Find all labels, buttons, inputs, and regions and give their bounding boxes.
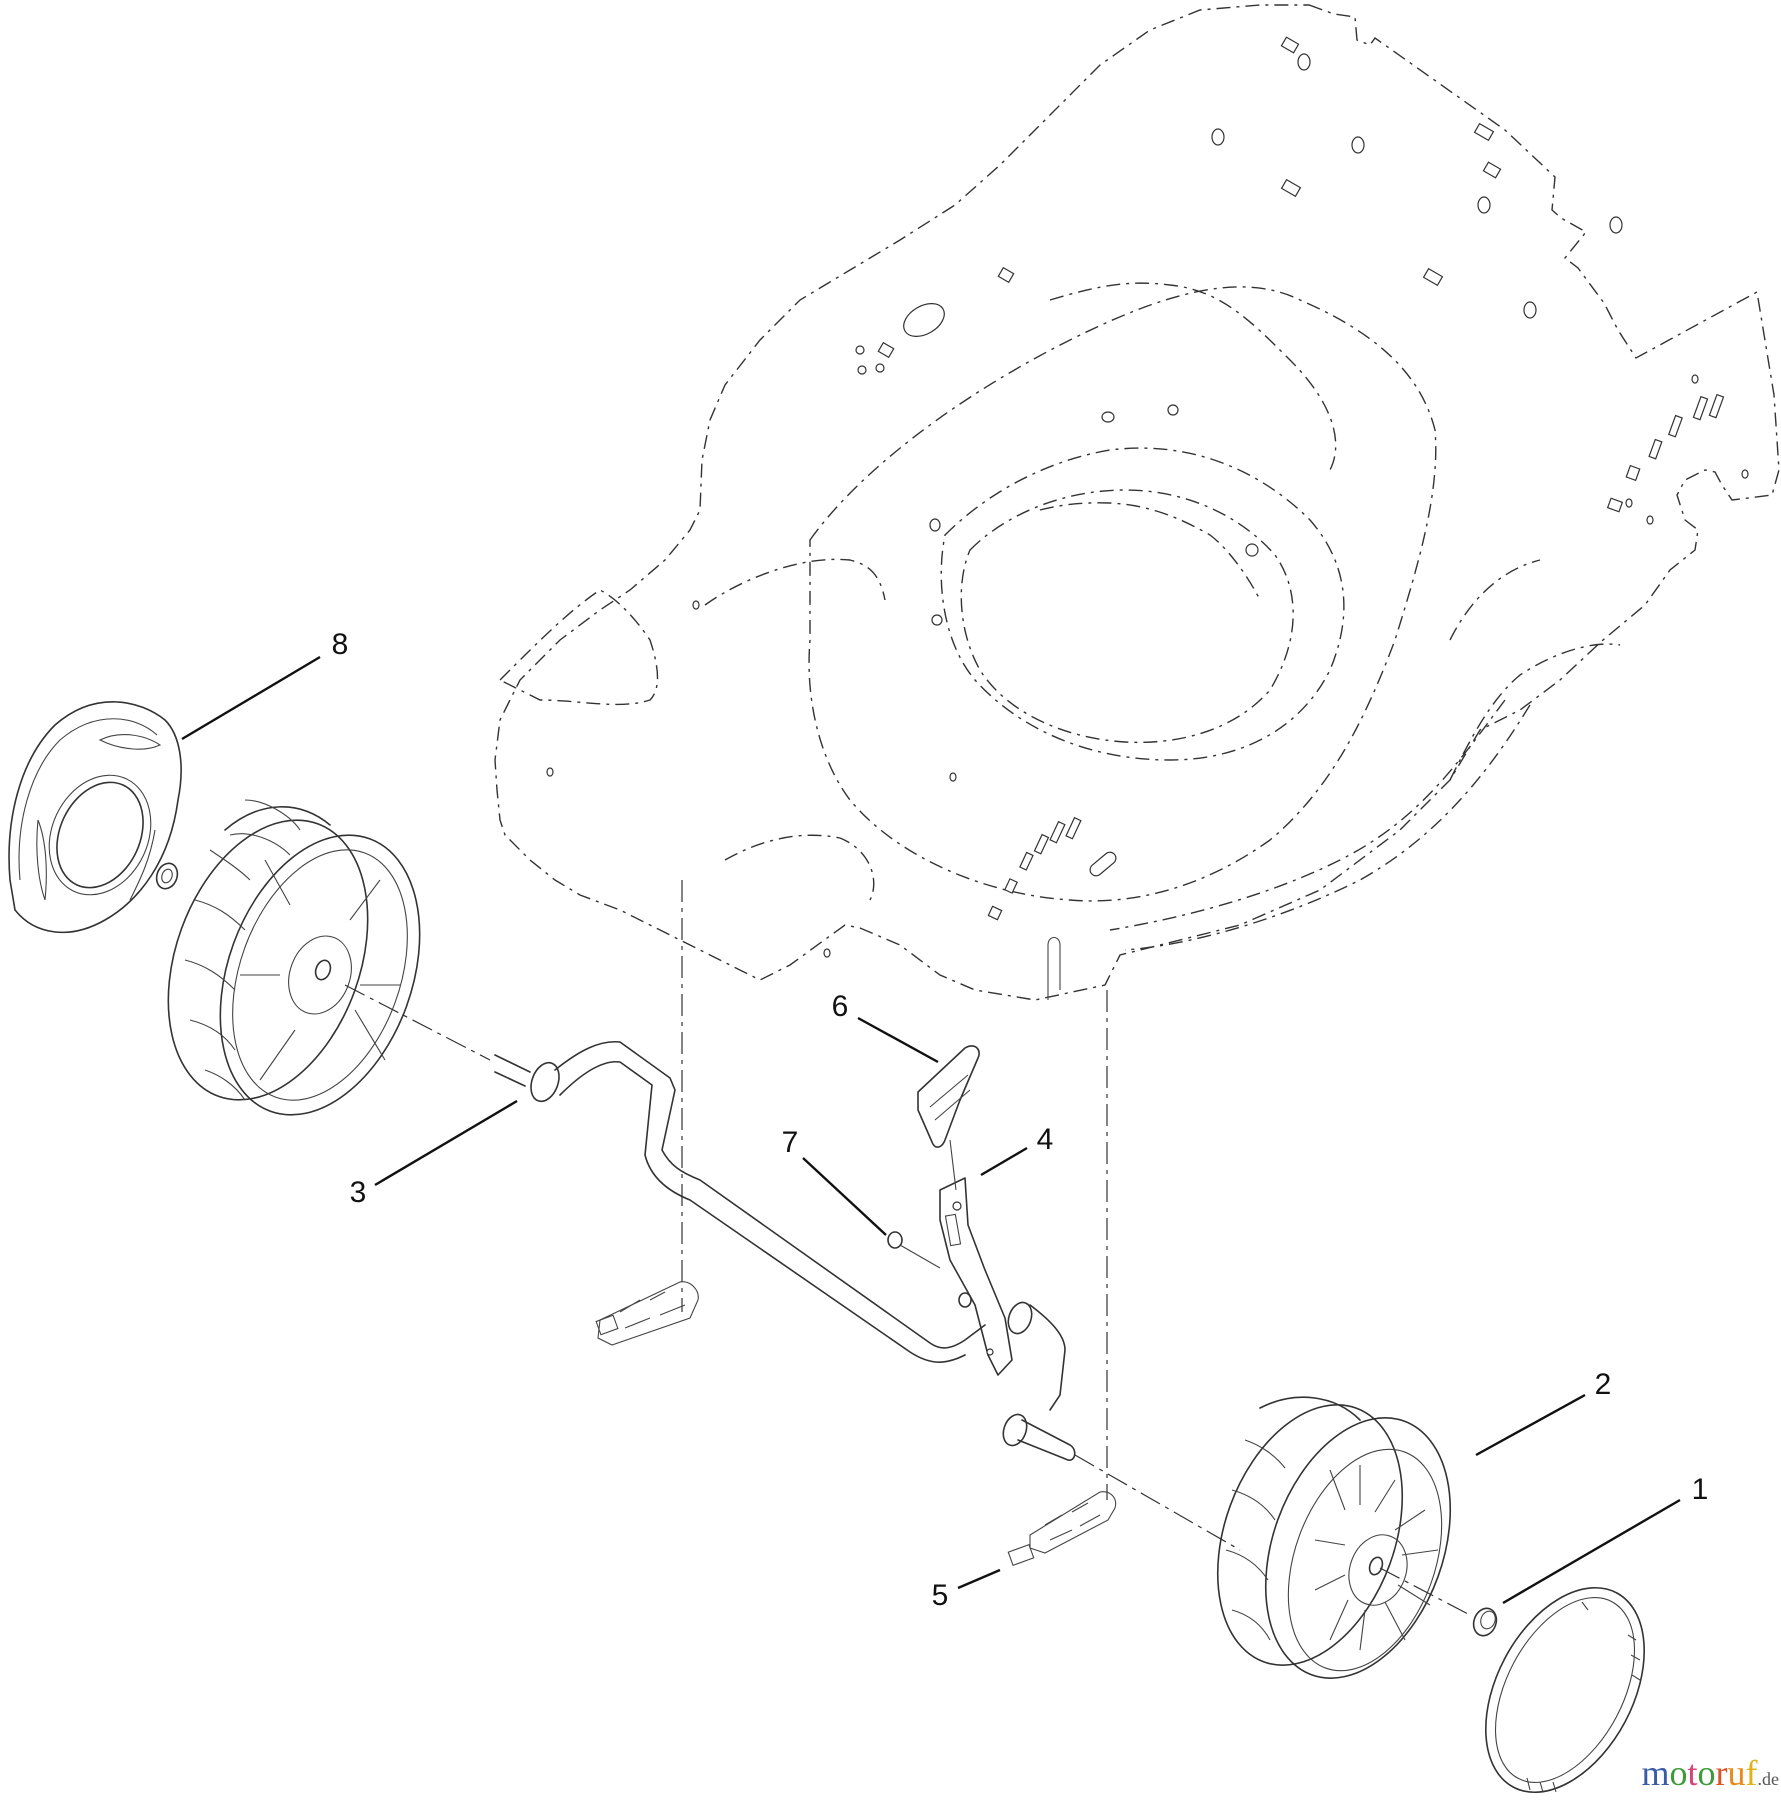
watermark-letter: r <box>1715 1753 1728 1793</box>
leader-lines <box>181 655 1681 1605</box>
leader-6 <box>857 1016 939 1064</box>
adjust-lever-grip <box>917 1045 980 1191</box>
leader-4 <box>980 1146 1028 1177</box>
watermark-letter: o <box>1669 1753 1688 1793</box>
watermark-suffix: .de <box>1757 1769 1780 1789</box>
watermark-letter: u <box>1727 1753 1746 1793</box>
height-clip-left <box>595 1281 699 1346</box>
leader-5 <box>957 1568 1001 1590</box>
right-front-wheel <box>1216 1396 1452 1679</box>
deck-holes <box>546 36 1749 958</box>
bolt <box>887 1231 972 1308</box>
right-hubcap <box>1485 1586 1645 1794</box>
leader-3 <box>374 1099 518 1187</box>
left-hubcap <box>8 701 182 934</box>
leader-1 <box>1502 1498 1681 1605</box>
callout-4: 4 <box>1036 1123 1054 1156</box>
callout-1: 1 <box>1691 1473 1709 1506</box>
callout-8: 8 <box>331 628 349 661</box>
height-clip-right <box>1007 1491 1117 1567</box>
deck-vent-slots <box>987 393 1725 1000</box>
leader-2 <box>1475 1393 1586 1457</box>
callout-7: 7 <box>781 1126 799 1159</box>
watermark-letter: m <box>1641 1753 1670 1793</box>
height-adjuster-bracket <box>939 1177 1013 1376</box>
wheel-nut <box>1379 1567 1498 1637</box>
watermark-letter: f <box>1745 1753 1758 1793</box>
leader-8 <box>181 655 321 741</box>
front-axle <box>344 984 1241 1551</box>
leader-7 <box>802 1157 887 1236</box>
callout-3: 3 <box>349 1176 367 1209</box>
watermark-letter: t <box>1687 1753 1698 1793</box>
callout-2: 2 <box>1594 1368 1612 1401</box>
left-wheel-bushing <box>155 862 179 890</box>
mower-deck <box>494 4 1780 1001</box>
callout-6: 6 <box>831 990 849 1023</box>
left-front-wheel <box>167 799 421 1116</box>
watermark-letter: o <box>1697 1753 1716 1793</box>
callout-5: 5 <box>931 1579 949 1612</box>
watermark-logo: motoruf.de <box>1641 1752 1779 1794</box>
